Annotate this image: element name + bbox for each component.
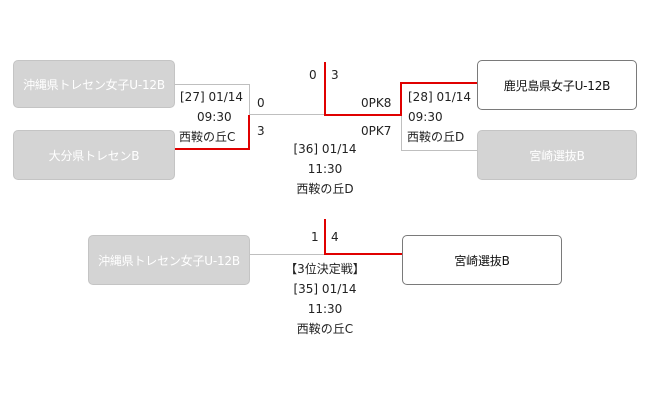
score: 0PK7: [361, 124, 392, 138]
score: 3: [257, 124, 265, 138]
bracket-line-winner: [325, 253, 402, 255]
third-match-number: [35] 01/14: [293, 282, 357, 296]
bracket-line: [401, 115, 402, 151]
final-center-line: [324, 62, 326, 116]
third-place-title: 【3位決定戦】: [285, 262, 365, 276]
score: 0PK8: [361, 96, 392, 110]
team-name: 宮崎選抜B: [529, 148, 585, 163]
final-match-venue: 西鞍の丘D: [296, 182, 354, 196]
third-match-time: 11:30: [307, 302, 343, 316]
team-box-okinawa-third[interactable]: 沖縄県トレセン女子U-12B: [88, 235, 250, 285]
third-center-line: [324, 219, 326, 255]
team-name: 宮崎選抜B: [454, 253, 510, 268]
team-name: 鹿児島県女子U-12B: [503, 78, 611, 93]
match-number: [28] 01/14: [408, 90, 472, 104]
final-match-time: 11:30: [307, 162, 343, 176]
bracket-line-winner: [400, 82, 402, 116]
team-box-miyazaki-top[interactable]: 宮崎選抜B: [477, 130, 637, 180]
bracket-line-winner: [401, 82, 477, 84]
match-time: 09:30: [197, 110, 232, 124]
final-match-number: [36] 01/14: [293, 142, 357, 156]
bracket-line: [250, 254, 325, 255]
score: 0: [257, 96, 265, 110]
final-score-right: 3: [331, 68, 339, 82]
match-venue: 西鞍の丘C: [179, 130, 236, 144]
third-score-right: 4: [331, 230, 339, 244]
bracket-line: [250, 114, 325, 115]
team-box-miyazaki-third[interactable]: 宮崎選抜B: [402, 235, 562, 285]
match-time: 09:30: [408, 110, 443, 124]
match-number: [27] 01/14: [180, 90, 244, 104]
bracket-line: [175, 84, 250, 85]
bracket-line-winner: [325, 114, 402, 116]
final-score-left: 0: [309, 68, 317, 82]
bracket-line-winner: [248, 115, 250, 150]
team-box-okinawa-top[interactable]: 沖縄県トレセン女子U-12B: [13, 60, 175, 108]
match-venue: 西鞍の丘D: [407, 130, 465, 144]
team-name: 大分県トレセンB: [48, 148, 140, 163]
bracket-line: [401, 150, 477, 151]
team-box-kagoshima[interactable]: 鹿児島県女子U-12B: [477, 60, 637, 110]
team-box-oita[interactable]: 大分県トレセンB: [13, 130, 175, 180]
third-score-left: 1: [311, 230, 319, 244]
team-name: 沖縄県トレセン女子U-12B: [98, 253, 240, 268]
third-match-venue: 西鞍の丘C: [296, 322, 354, 336]
bracket-line-winner: [175, 148, 250, 150]
bracket-line: [249, 84, 250, 115]
team-name: 沖縄県トレセン女子U-12B: [23, 77, 165, 92]
